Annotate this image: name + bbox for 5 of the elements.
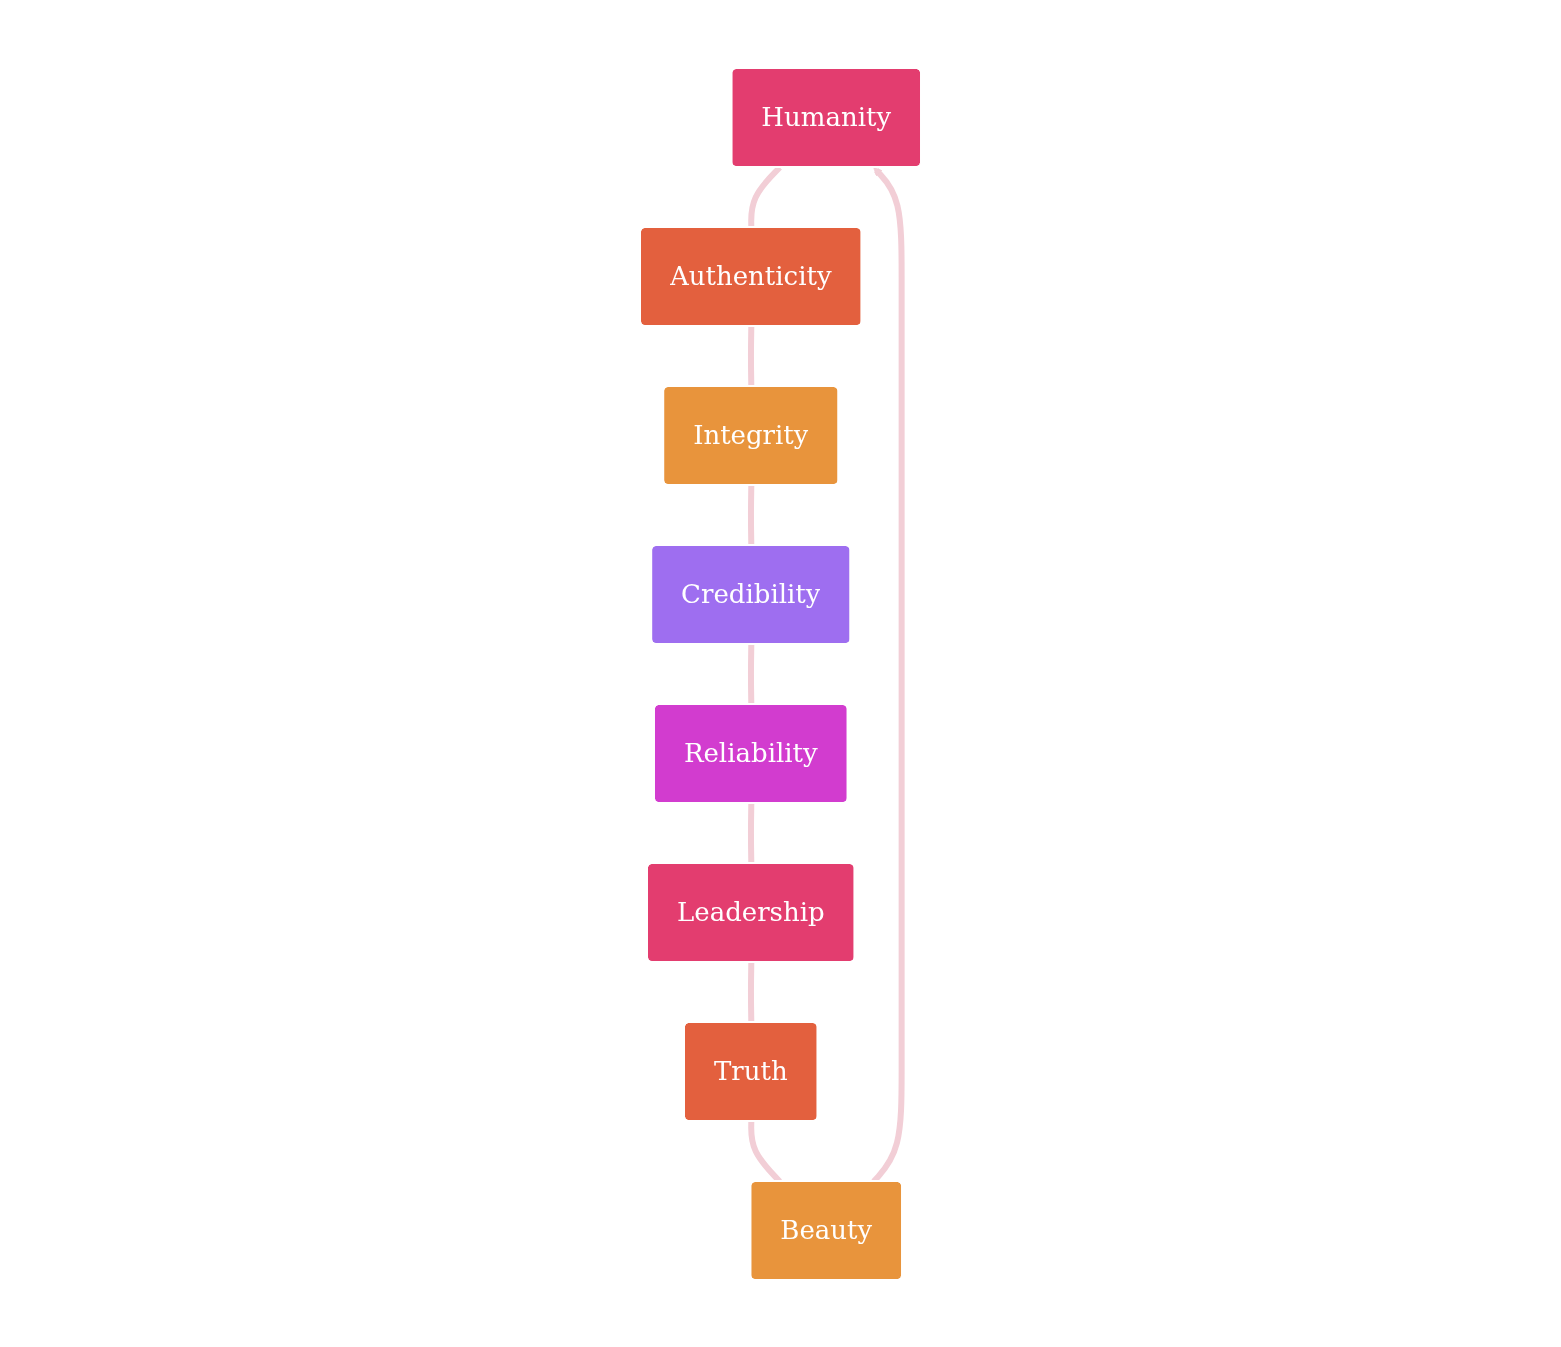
connector (747, 643, 755, 705)
connector (747, 484, 755, 546)
connector (747, 961, 755, 1023)
connector (747, 802, 755, 864)
connector (747, 325, 755, 387)
